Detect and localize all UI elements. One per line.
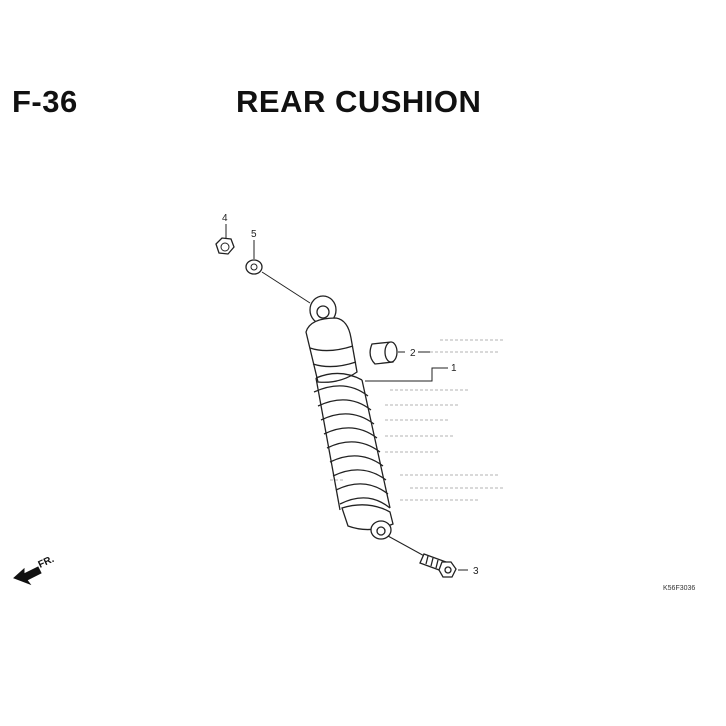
shock-absorber-part [305,295,394,540]
front-label: FR. [37,554,56,571]
reference-code: K56F3036 [663,585,695,592]
bolt-part [419,553,457,578]
bushing-part [369,341,398,365]
callout-label-3: 3 [473,566,479,577]
washer-part [245,240,263,275]
diagram-title: REAR CUSHION [236,84,482,119]
callout-label-2: 2 [410,348,416,359]
faint-watermark [330,339,505,501]
section-code: F-36 [12,84,78,119]
nut-part [215,224,235,255]
front-direction-arrow: FR. [13,554,56,586]
upper-axis-line [261,271,311,304]
callout-label-1: 1 [451,363,457,374]
lower-axis-line [387,535,429,559]
callout-label-5: 5 [251,229,257,240]
callout-label-4: 4 [222,213,228,224]
leader-part-1 [365,367,448,382]
